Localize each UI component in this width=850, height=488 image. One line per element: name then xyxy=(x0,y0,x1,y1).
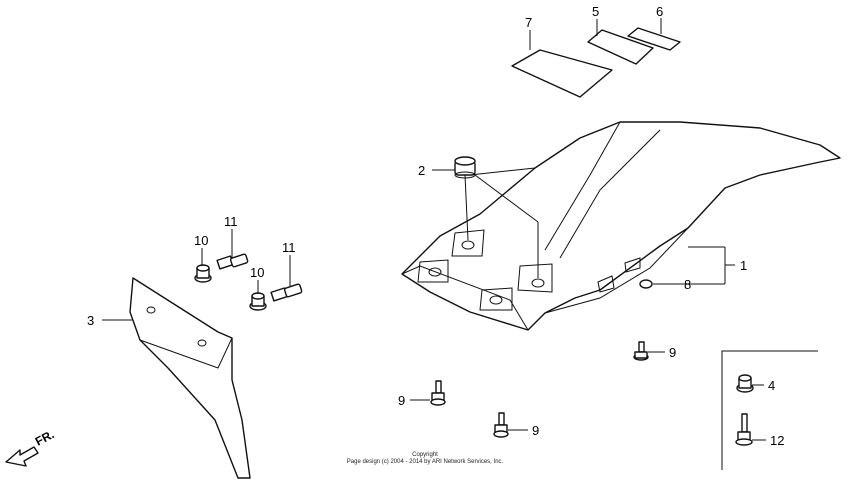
callout-10-lower: 10 xyxy=(250,265,264,280)
callout-9-right: 9 xyxy=(669,345,676,360)
callout-11-lower: 11 xyxy=(282,240,296,255)
callout-11-upper: 11 xyxy=(224,214,238,229)
front-direction-arrow-icon xyxy=(5,446,39,467)
callout-3: 3 xyxy=(87,313,94,328)
callout-12: 12 xyxy=(770,433,784,448)
copyright-line-2: Page design (c) 2004 - 2014 by ARI Netwo… xyxy=(346,459,504,465)
rear-fender[interactable] xyxy=(401,121,841,331)
callout-4: 4 xyxy=(768,378,775,393)
callout-1: 1 xyxy=(740,258,747,273)
callout-9-left: 9 xyxy=(398,393,405,408)
bolt-11-upper[interactable] xyxy=(216,253,249,270)
callout-7: 7 xyxy=(525,15,532,30)
callout-5: 5 xyxy=(592,4,599,19)
bolt-9-left[interactable] xyxy=(430,380,446,406)
decal-7[interactable] xyxy=(511,49,613,98)
callout-10-upper: 10 xyxy=(194,233,208,248)
mud-flap[interactable] xyxy=(129,277,251,479)
nut-4[interactable] xyxy=(736,374,754,393)
leader-lines xyxy=(102,18,766,441)
washer-nut-10-upper[interactable] xyxy=(194,264,212,283)
copyright-notice: Copyright Page design (c) 2004 - 2014 by… xyxy=(330,452,520,466)
callout-9-center: 9 xyxy=(532,423,539,438)
washer-nut-10-lower[interactable] xyxy=(249,292,267,311)
nut-8[interactable] xyxy=(639,279,653,289)
bolt-11-lower[interactable] xyxy=(270,283,303,302)
bolt-12[interactable] xyxy=(735,413,753,446)
bolt-9-center[interactable] xyxy=(493,412,509,438)
callout-6: 6 xyxy=(656,4,663,19)
direction-label: FR. xyxy=(33,427,57,448)
bolt-9-right[interactable] xyxy=(633,341,649,361)
callout-2: 2 xyxy=(418,163,425,178)
inset-box xyxy=(721,350,818,470)
decal-6[interactable] xyxy=(627,27,681,51)
callout-8: 8 xyxy=(684,277,691,292)
grommet[interactable] xyxy=(454,156,476,179)
copyright-line-1: Copyright xyxy=(412,452,438,458)
